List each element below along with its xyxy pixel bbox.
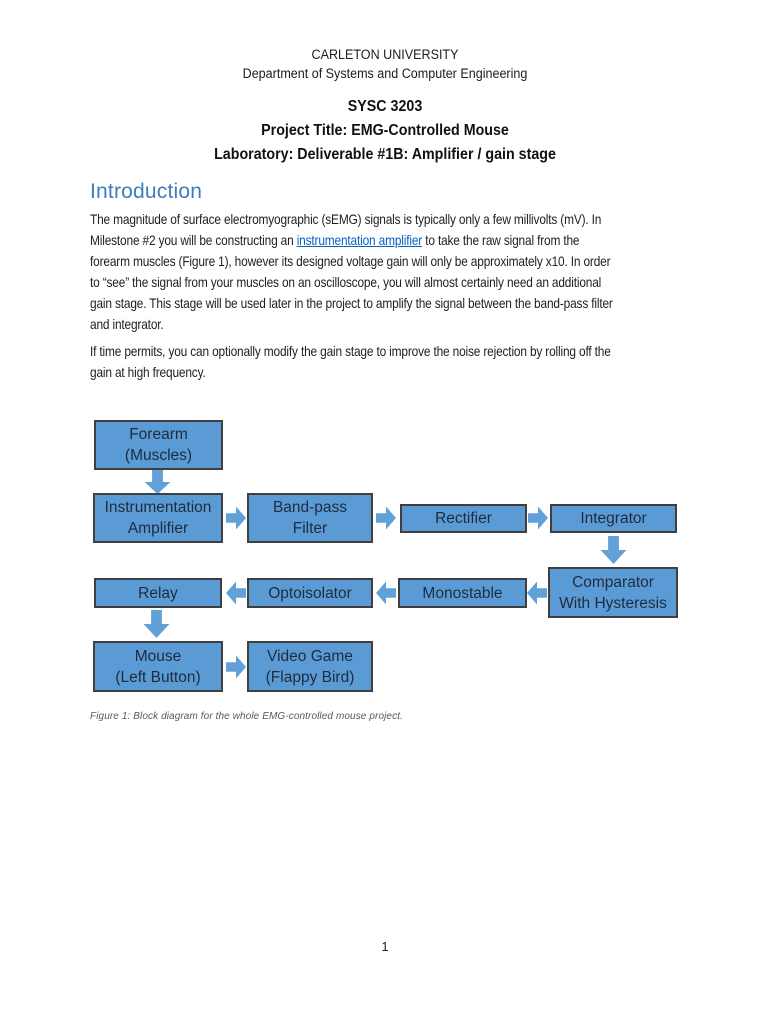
box-label: Rectifier <box>435 510 492 527</box>
arrow-down-icon <box>144 470 171 494</box>
document-header: CARLETON UNIVERSITY Department of System… <box>27 45 743 83</box>
diagram-box-rectifier: Rectifier <box>400 504 527 533</box>
box-label: (Flappy Bird) <box>265 668 355 686</box>
diagram-box-instrumentation-amplifier: Instrumentation Amplifier <box>93 493 223 543</box>
box-label: Video Game <box>267 647 353 665</box>
arrow-left-icon <box>226 581 246 605</box>
box-label: Mouse <box>134 647 182 665</box>
diagram-box-integrator: Integrator <box>550 504 677 533</box>
project-title: Project Title: EMG-Controlled Mouse <box>261 122 509 139</box>
diagram-box-forearm: Forearm (Muscles) <box>94 420 223 470</box>
box-label: Optoisolator <box>268 584 352 602</box>
figure-caption: Figure 1: Block diagram for the whole EM… <box>90 711 403 722</box>
paragraph-line: forearm muscles (Figure 1), however its … <box>90 253 611 269</box>
arrow-left-icon <box>527 581 547 605</box>
arrow-right-icon <box>226 655 246 679</box>
arrow-left-icon <box>376 581 396 605</box>
diagram-box-videogame: Video Game (Flappy Bird) <box>247 641 373 692</box>
lab-title: Laboratory: Deliverable #1B: Amplifier /… <box>214 146 556 163</box>
paragraph-line: Milestone #2 you will be constructing an… <box>90 230 651 251</box>
paragraph-line: gain stage. This stage will be used late… <box>90 295 613 311</box>
paragraph-text: to take the raw signal from the <box>422 232 580 248</box>
diagram-box-optoisolator: Optoisolator <box>247 578 373 608</box>
box-label: Integrator <box>580 510 647 527</box>
box-label: Relay <box>138 584 178 602</box>
paragraph-line: The magnitude of surface electromyograph… <box>90 211 602 227</box>
arrow-right-icon <box>226 506 246 530</box>
paragraph-line: and integrator. <box>90 316 164 332</box>
document-title-block: SYSC 3203 Project Title: EMG-Controlled … <box>31 95 739 167</box>
box-label: (Left Button) <box>115 668 201 686</box>
box-label: With Hysteresis <box>559 594 667 612</box>
arrow-down-icon <box>600 536 627 564</box>
paragraph-text: Milestone #2 you will be constructing an <box>90 232 297 248</box>
box-label: Comparator <box>572 573 654 591</box>
diagram-box-relay: Relay <box>94 578 222 608</box>
intro-paragraph-1: The magnitude of surface electromyograph… <box>90 209 651 335</box>
arrow-right-icon <box>376 506 396 530</box>
arrow-right-icon <box>528 506 548 530</box>
diagram-box-mouse: Mouse (Left Button) <box>93 641 223 692</box>
arrow-down-icon <box>143 610 170 638</box>
box-label: (Muscles) <box>124 447 193 464</box>
page-number: 1 <box>381 939 389 954</box>
box-label: Forearm <box>129 426 188 443</box>
box-label: Amplifier <box>127 520 189 537</box>
diagram-box-bandpass-filter: Band-pass Filter <box>247 493 373 543</box>
intro-paragraph-2: If time permits, you can optionally modi… <box>90 341 651 383</box>
paragraph-line: to “see” the signal from your muscles on… <box>90 274 602 290</box>
box-label: Filter <box>292 520 328 537</box>
paragraph-line: If time permits, you can optionally modi… <box>90 343 611 359</box>
course-code: SYSC 3203 <box>347 98 423 115</box>
instrumentation-amplifier-link[interactable]: instrumentation amplifier <box>296 232 423 248</box>
section-heading-introduction: Introduction <box>90 180 203 203</box>
paragraph-line: gain at high frequency. <box>90 364 206 380</box>
box-label: Band-pass <box>272 499 348 516</box>
diagram-box-monostable: Monostable <box>398 578 527 608</box>
box-label: Monostable <box>422 584 503 602</box>
diagram-box-comparator: Comparator With Hysteresis <box>548 567 678 618</box>
department-name: Department of Systems and Computer Engin… <box>242 66 528 81</box>
box-label: Instrumentation <box>104 499 212 516</box>
university-name: CARLETON UNIVERSITY <box>311 47 459 62</box>
